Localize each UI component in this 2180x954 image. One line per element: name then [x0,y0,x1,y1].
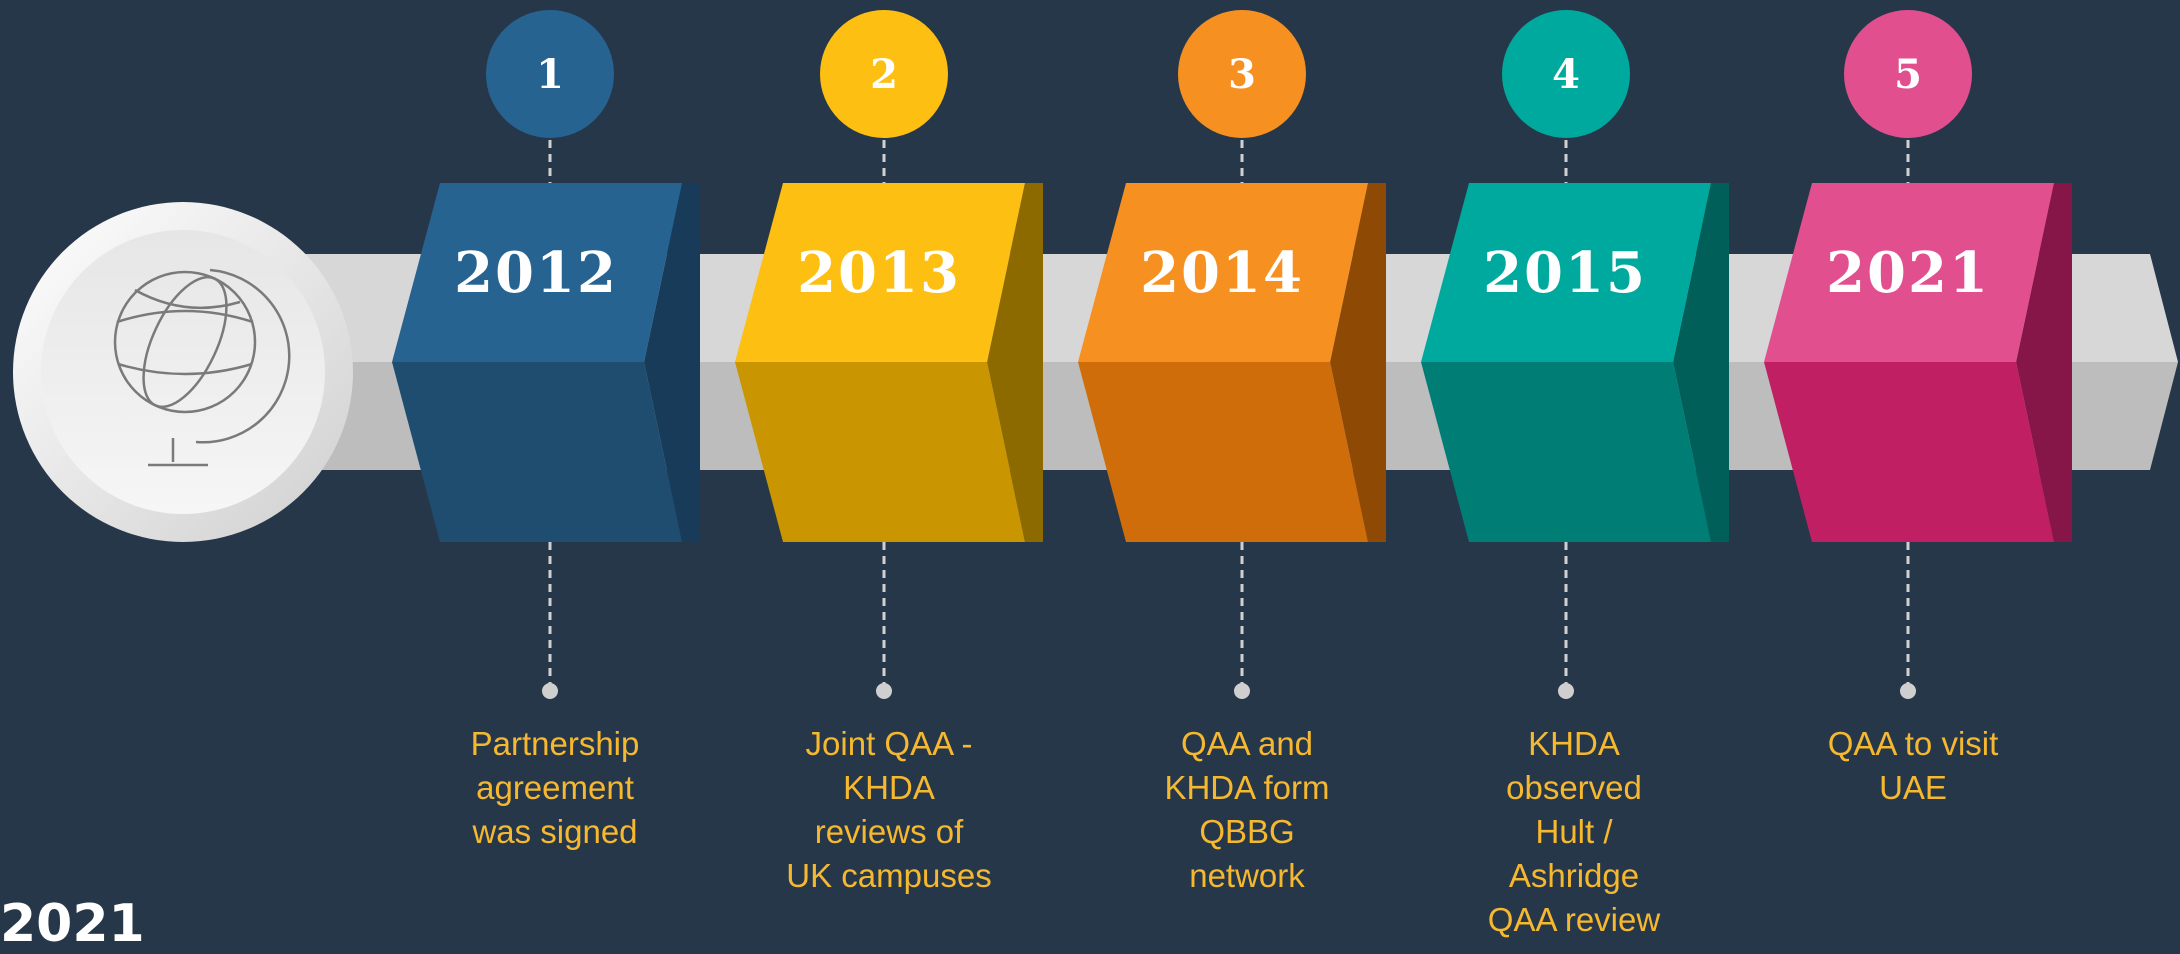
block-side-top [2016,183,2072,362]
number-label: 3 [1228,51,1256,98]
block-bottom-face [735,362,1025,542]
block-side-top [1673,183,1729,362]
block-side-bottom [2016,362,2072,542]
milestone-description: QAA to visit UAE [1827,725,1999,806]
year-label: 2012 [454,240,618,306]
block-bottom-face [1764,362,2054,542]
block-bottom-face [1421,362,1711,542]
number-badge [486,10,614,138]
block-bottom-face [392,362,682,542]
connector-dot [542,683,558,699]
year-label: 2013 [797,240,961,306]
globe-badge [13,202,353,542]
milestones: 2012 1 2013 2 2014 3 2015 4 2021 5 [392,10,2072,699]
block-side-bottom [1330,362,1386,542]
block-top-face [392,183,682,362]
number-label: 4 [1552,51,1580,98]
block-side-bottom [1673,362,1729,542]
block-top-face [1078,183,1368,362]
milestone-description: KHDA observed Hult / Ashridge QAA review [1487,725,1661,938]
number-badge [1502,10,1630,138]
year-label: 2015 [1483,240,1647,306]
milestone-4: 2015 4 [1421,10,1729,699]
connector-dot [1900,683,1916,699]
block-side-top [644,183,700,362]
milestone-5: 2021 5 [1764,10,2072,699]
number-badge [1844,10,1972,138]
block-bottom-face [1078,362,1368,542]
block-side-top [987,183,1043,362]
number-badge [1178,10,1306,138]
connector-dot [1558,683,1574,699]
block-side-bottom [644,362,700,542]
milestone-1: 2012 1 [392,10,700,699]
block-side-bottom [987,362,1043,542]
number-label: 5 [1894,51,1922,98]
connector-dot [1234,683,1250,699]
block-side-top [1330,183,1386,362]
block-top-face [1421,183,1711,362]
milestone-2: 2013 2 [735,10,1043,699]
milestone-description: QAA and KHDA form QBBG network [1164,725,1330,894]
connector-dot [876,683,892,699]
corner-year-fragment: 2021 [0,894,145,954]
year-label: 2014 [1140,240,1304,306]
number-label: 2 [870,51,898,98]
milestone-3: 2014 3 [1078,10,1386,699]
block-top-face [1764,183,2054,362]
globe-icon [113,268,291,467]
number-label: 1 [536,51,564,98]
milestone-description: Joint QAA - KHDA reviews of UK campuses [786,725,992,894]
number-badge [820,10,948,138]
milestone-description: Partnership agreement was signed [470,725,640,850]
block-top-face [735,183,1025,362]
year-label: 2021 [1826,240,1990,306]
